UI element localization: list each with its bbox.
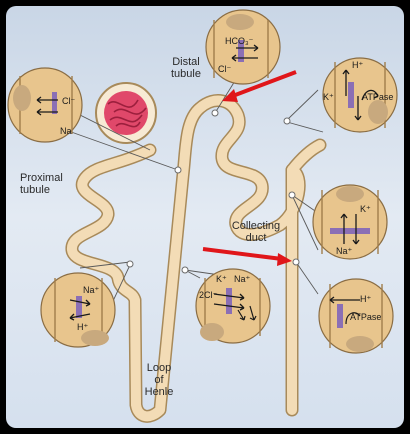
ion-label-k: K⁺ [323, 92, 334, 102]
ion-label-atpase: ATPase [362, 92, 393, 102]
ion-label-2cl: 2Cl⁻ [199, 290, 218, 300]
ion-label-k: K⁺ [360, 204, 371, 214]
label-line: tubule [171, 68, 201, 80]
nephron-tubule [65, 94, 327, 423]
ion-label-h: H⁺ [360, 294, 371, 304]
ion-label-h: H⁺ [352, 60, 363, 70]
ion-label-na: Na⁺ [234, 274, 251, 284]
label-loop-of-henle: Loop of Henle [139, 362, 179, 398]
label-line: of [154, 374, 164, 386]
red-arrow-distal [229, 70, 297, 99]
callout-proximal-top: Cl⁻ Na [7, 67, 83, 143]
callout-distal-top: HCO₃⁻ Cl⁻ [205, 9, 281, 85]
ion-label-na: Na⁺ [83, 285, 100, 295]
callout-right-bottom: H⁺ ATPase [318, 278, 394, 354]
label-line: Loop [146, 362, 172, 374]
ion-label-atpase: ATPase [350, 312, 381, 322]
ion-label-hco3: HCO₃⁻ [225, 36, 254, 46]
junction-markers [126, 109, 300, 274]
ion-label-cl: Cl⁻ [62, 96, 75, 106]
callout-loop-mid: K⁺ Na⁺ 2Cl⁻ [195, 268, 271, 344]
label-distal-tubule: Distal tubule [166, 56, 206, 80]
callout-right-mid: K⁺ Na⁺ [312, 184, 388, 260]
label-proximal-tubule: Proximal tubule [20, 172, 74, 196]
red-arrow-collecting [202, 247, 283, 261]
label-line: tubule [20, 184, 50, 196]
callout-right-top: H⁺ K⁺ ATPase [322, 57, 398, 133]
red-arrowhead-distal [222, 89, 238, 102]
glomerulus [95, 82, 157, 144]
label-collecting-duct: Collecting duct [226, 220, 286, 244]
label-line: Distal [172, 56, 200, 68]
label-line: duct [245, 232, 267, 244]
label-line: Collecting [231, 220, 281, 232]
red-arrowhead-collecting [277, 253, 292, 266]
ion-label-na: Na [60, 126, 72, 136]
label-line: Proximal [20, 172, 63, 184]
ion-label-h: H⁺ [77, 322, 88, 332]
callout-left-bottom: Na⁺ H⁺ [40, 272, 116, 348]
red-arrows [202, 70, 297, 266]
ion-label-k: K⁺ [216, 274, 227, 284]
label-line: Henle [144, 386, 174, 398]
ion-label-cl: Cl⁻ [218, 64, 231, 74]
ion-label-na: Na⁺ [336, 246, 353, 256]
